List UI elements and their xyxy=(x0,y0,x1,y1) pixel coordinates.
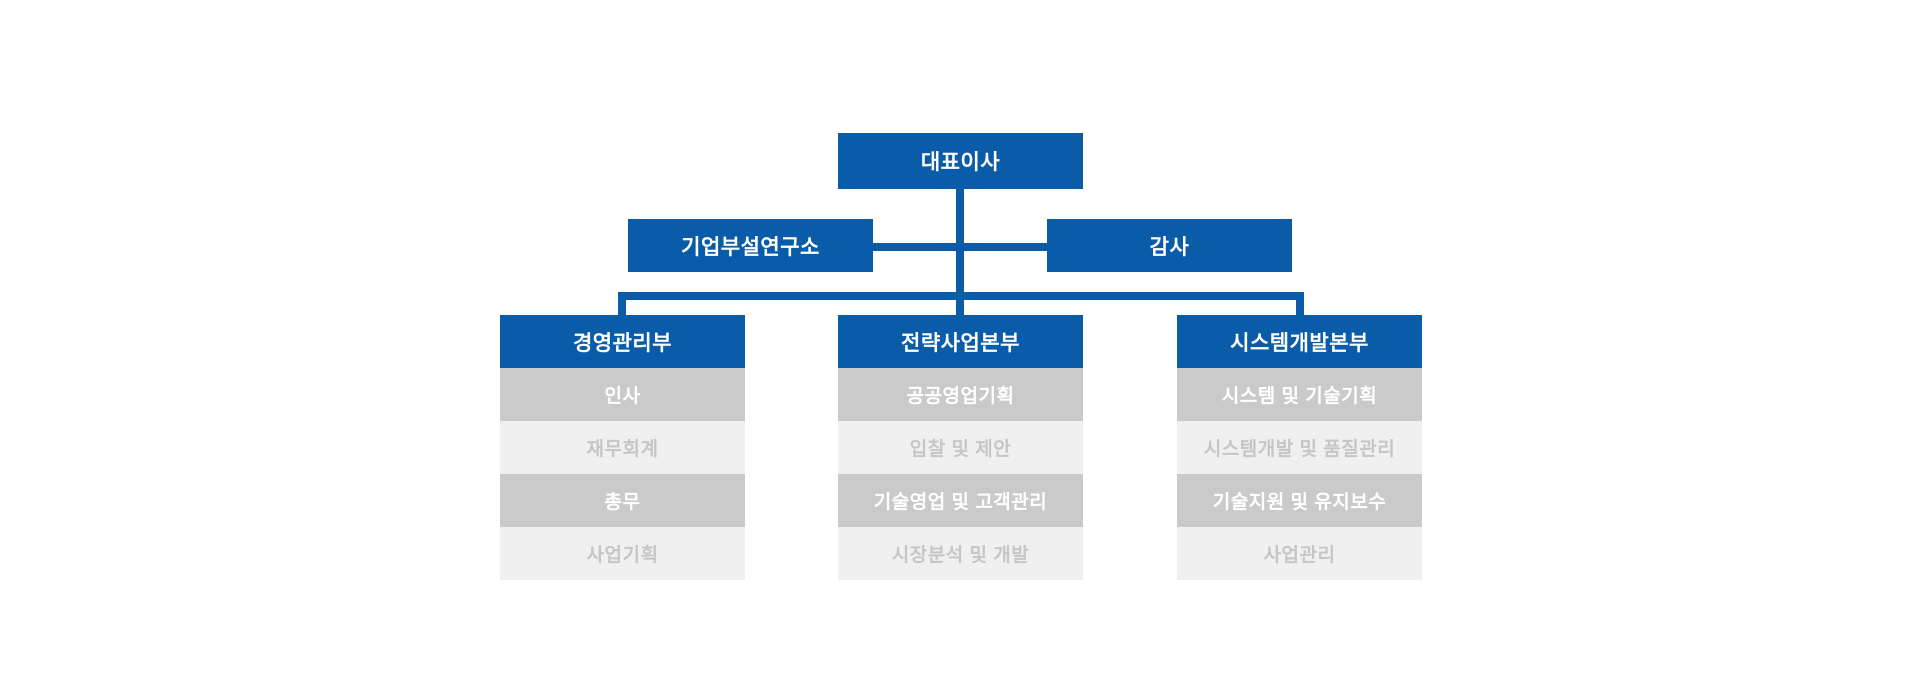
connector-staff-horizontal xyxy=(873,243,1047,251)
unit-row: 총무 xyxy=(500,474,745,527)
node-auditor-label: 감사 xyxy=(1149,235,1190,259)
connector-drop-left xyxy=(618,292,626,315)
connector-departments-bar xyxy=(618,292,1304,300)
connector-ceo-vertical xyxy=(956,189,964,315)
dept-system-dev-label: 시스템개발본부 xyxy=(1230,331,1369,355)
connector-drop-right xyxy=(1296,292,1304,315)
dept-strategy-units: 공공영업기획 입찰 및 제안 기술영업 및 고객관리 시장분석 및 개발 xyxy=(838,368,1083,580)
node-research-institute: 기업부설연구소 xyxy=(628,219,873,272)
dept-strategy-label: 전략사업본부 xyxy=(901,331,1020,355)
unit-row: 기술영업 및 고객관리 xyxy=(838,474,1083,527)
node-ceo: 대표이사 xyxy=(838,133,1083,189)
node-auditor: 감사 xyxy=(1047,219,1292,272)
unit-row: 시스템 및 기술기획 xyxy=(1177,368,1422,421)
dept-system-dev-column: 시스템개발본부 시스템 및 기술기획 시스템개발 및 품질관리 기술지원 및 유… xyxy=(1177,315,1422,580)
dept-strategy-column: 전략사업본부 공공영업기획 입찰 및 제안 기술영업 및 고객관리 시장분석 및… xyxy=(838,315,1083,580)
dept-management-units: 인사 재무회계 총무 사업기획 xyxy=(500,368,745,580)
unit-row: 사업관리 xyxy=(1177,527,1422,580)
unit-row: 재무회계 xyxy=(500,421,745,474)
unit-row: 기술지원 및 유지보수 xyxy=(1177,474,1422,527)
unit-row: 사업기획 xyxy=(500,527,745,580)
unit-row: 공공영업기획 xyxy=(838,368,1083,421)
dept-management-header: 경영관리부 xyxy=(500,315,745,368)
unit-row: 인사 xyxy=(500,368,745,421)
dept-system-dev-units: 시스템 및 기술기획 시스템개발 및 품질관리 기술지원 및 유지보수 사업관리 xyxy=(1177,368,1422,580)
dept-strategy-header: 전략사업본부 xyxy=(838,315,1083,368)
node-ceo-label: 대표이사 xyxy=(920,151,1001,174)
unit-row: 시스템개발 및 품질관리 xyxy=(1177,421,1422,474)
unit-row: 시장분석 및 개발 xyxy=(838,527,1083,580)
dept-management-label: 경영관리부 xyxy=(572,331,673,355)
dept-management-column: 경영관리부 인사 재무회계 총무 사업기획 xyxy=(500,315,745,580)
dept-system-dev-header: 시스템개발본부 xyxy=(1177,315,1422,368)
unit-row: 입찰 및 제안 xyxy=(838,421,1083,474)
node-research-institute-label: 기업부설연구소 xyxy=(681,235,820,259)
